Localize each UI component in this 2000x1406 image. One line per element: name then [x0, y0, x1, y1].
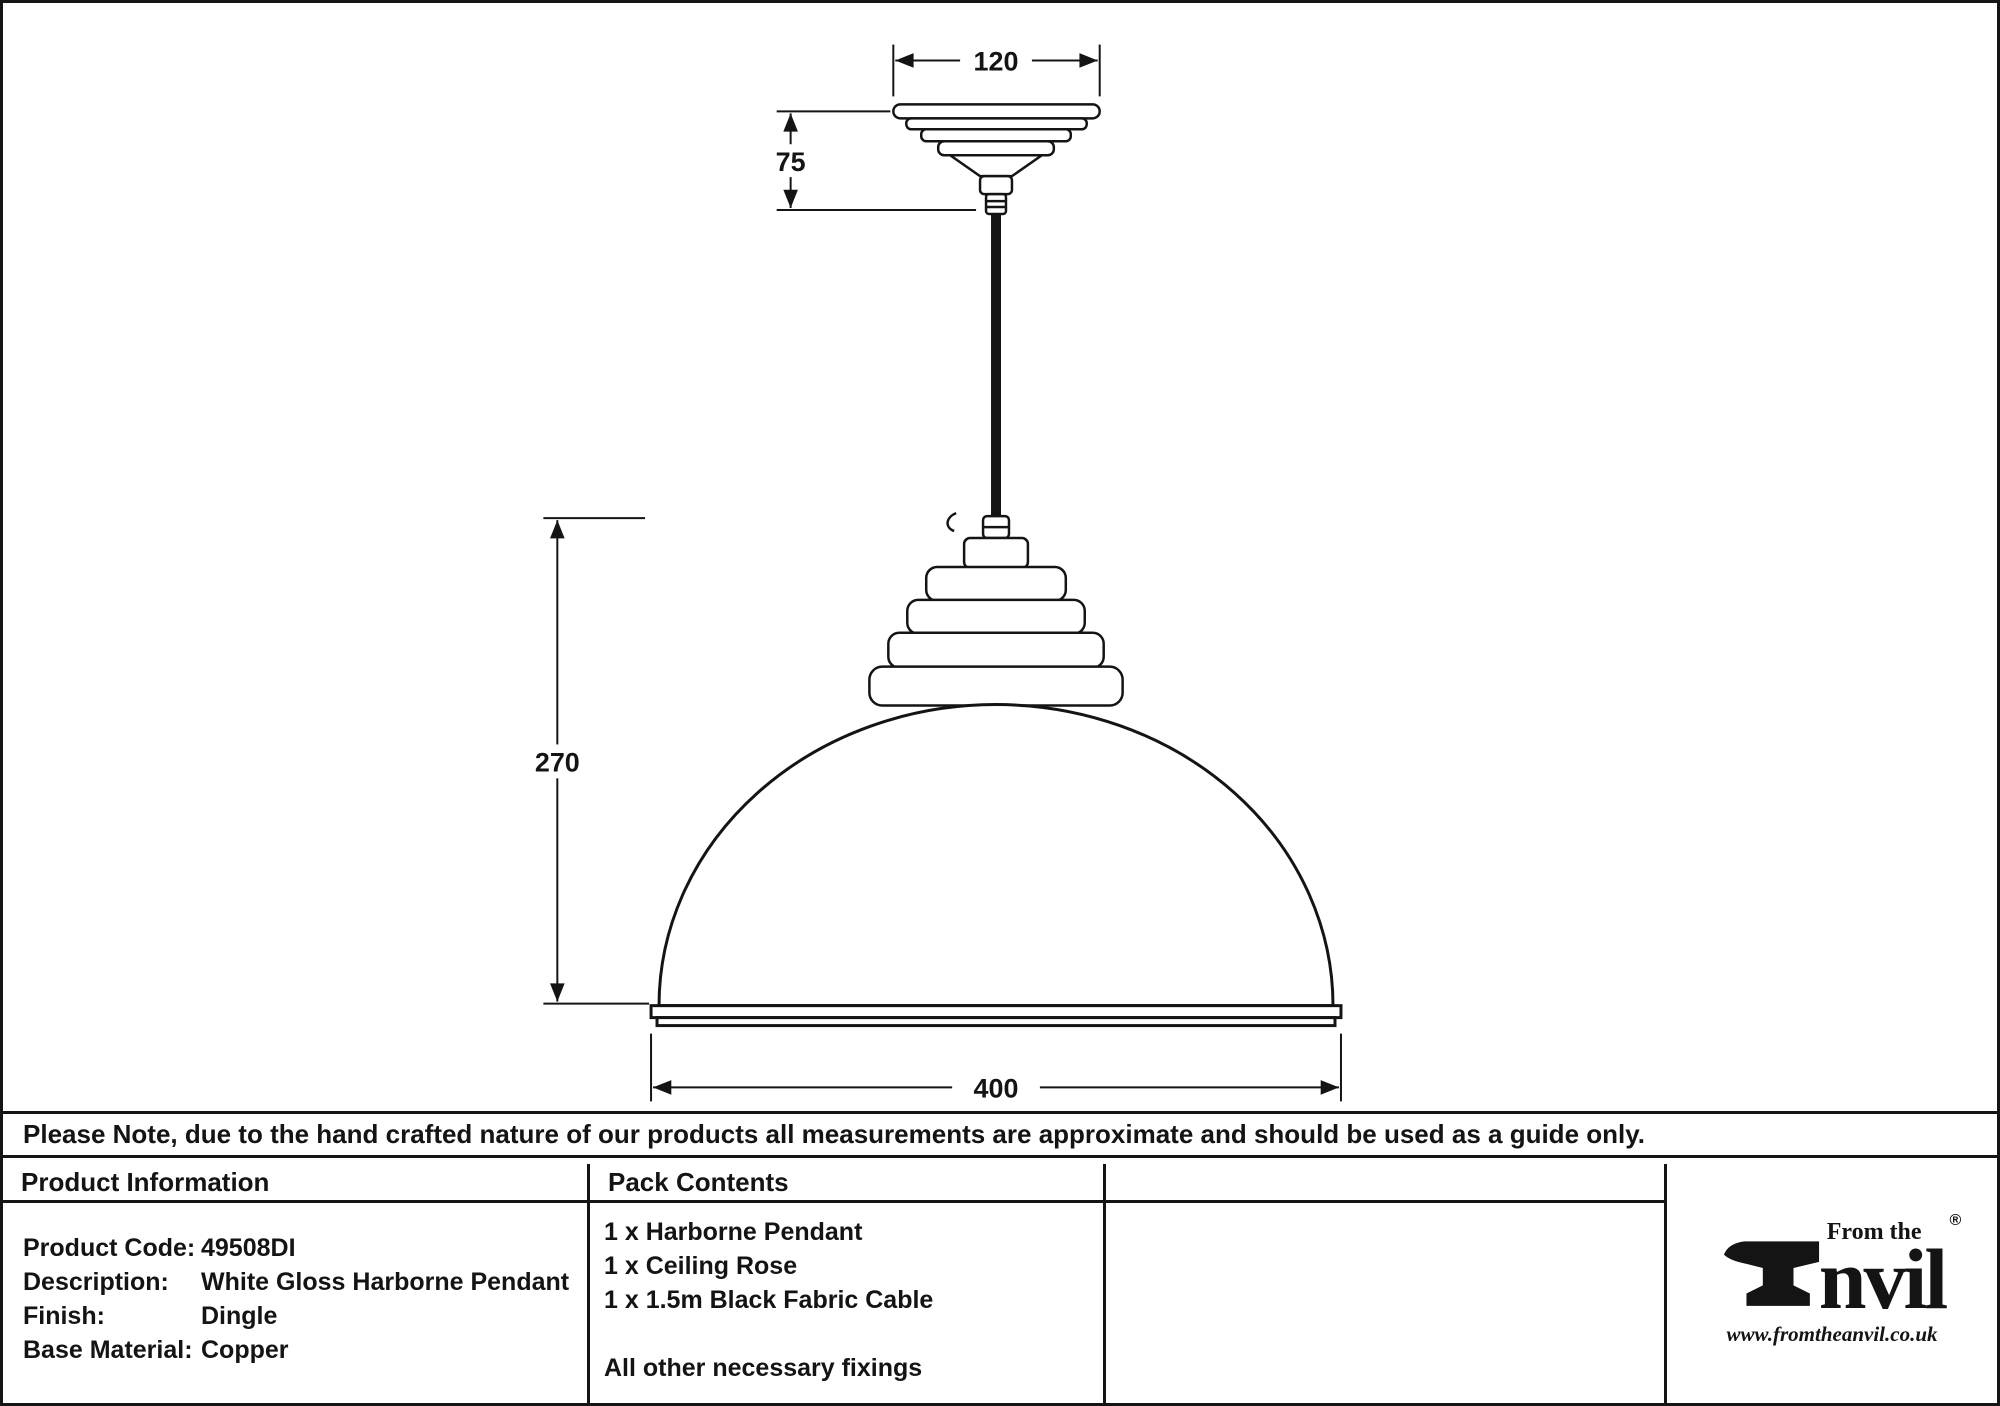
technical-drawing: 120 75 270 — [3, 3, 1997, 1111]
logo-column: From the ® nvil www.fromtheanvil.co.uk — [1667, 1164, 1997, 1403]
registered-mark: ® — [1949, 1211, 1962, 1229]
product-row-code: Product Code: 49508DI — [23, 1231, 587, 1265]
brand-url: www.fromtheanvil.co.uk — [1726, 1322, 1938, 1347]
dimension-shade-height: 270 — [519, 517, 650, 1005]
pack-item-cable: 1 x 1.5m Black Fabric Cable — [604, 1286, 934, 1314]
lamp-holder — [868, 536, 1124, 707]
finish-label: Finish: — [23, 1302, 105, 1330]
brand-logo-text: From the ® nvil — [1818, 1212, 1962, 1327]
base-material-value: Copper — [201, 1336, 289, 1364]
anvil-icon — [1719, 1224, 1823, 1314]
ceiling-rose — [892, 103, 1101, 216]
dim-label-400: 400 — [974, 1073, 1019, 1103]
pack-contents-header: Pack Contents — [590, 1164, 1103, 1203]
dim-label-75: 75 — [776, 147, 806, 177]
description-label: Description: — [23, 1268, 169, 1296]
pack-item-rose: 1 x Ceiling Rose — [604, 1252, 798, 1280]
product-row-material: Base Material: Copper — [23, 1333, 587, 1367]
cable-hook-detail — [946, 511, 957, 533]
measurement-note-text: Please Note, due to the hand crafted nat… — [23, 1119, 1645, 1149]
product-row-description: Description: White Gloss Harborne Pendan… — [23, 1265, 587, 1299]
brand-logo-main: From the ® nvil — [1719, 1212, 1962, 1327]
pack-contents-body: 1 x Harborne Pendant 1 x Ceiling Rose 1 … — [590, 1203, 1103, 1385]
fabric-cable — [991, 212, 1001, 524]
brand-logo: From the ® nvil www.fromtheanvil.co.uk — [1719, 1212, 1962, 1348]
pack-item-pendant: 1 x Harborne Pendant — [604, 1218, 863, 1246]
finish-value: Dingle — [201, 1302, 278, 1330]
table-gap — [3, 1158, 1997, 1164]
pack-item-fixings: All other necessary fixings — [604, 1354, 923, 1382]
dimension-rose-width: 120 — [892, 43, 1101, 97]
empty-column — [1106, 1164, 1667, 1403]
base-material-label: Base Material: — [23, 1336, 193, 1364]
dimension-rose-height: 75 — [763, 110, 977, 212]
product-code-label: Product Code: — [23, 1234, 196, 1262]
dim-label-270: 270 — [535, 747, 580, 777]
dimension-shade-width: 400 — [650, 1033, 1342, 1105]
cord-connector — [981, 514, 1011, 540]
product-row-finish: Finish: Dingle — [23, 1299, 587, 1333]
pendant-shade — [649, 703, 1343, 1028]
description-value: White Gloss Harborne Pendant — [201, 1268, 570, 1296]
info-table: Product Information Product Code: 49508D… — [3, 1164, 1997, 1403]
product-info-header: Product Information — [3, 1164, 587, 1203]
empty-column-header — [1106, 1164, 1664, 1203]
brand-name: nvil — [1818, 1230, 1949, 1327]
dim-label-120: 120 — [974, 46, 1019, 76]
product-code-value: 49508DI — [201, 1234, 296, 1262]
brand-tagline: From the — [1826, 1218, 1922, 1245]
measurement-note: Please Note, due to the hand crafted nat… — [3, 1111, 1997, 1158]
pendant-drawing-svg: 120 75 270 — [519, 43, 1343, 1105]
pack-contents-column: Pack Contents 1 x Harborne Pendant 1 x C… — [590, 1164, 1106, 1403]
product-info-body: Product Code: 49508DI Description: White… — [3, 1203, 587, 1367]
product-info-column: Product Information Product Code: 49508D… — [3, 1164, 590, 1403]
